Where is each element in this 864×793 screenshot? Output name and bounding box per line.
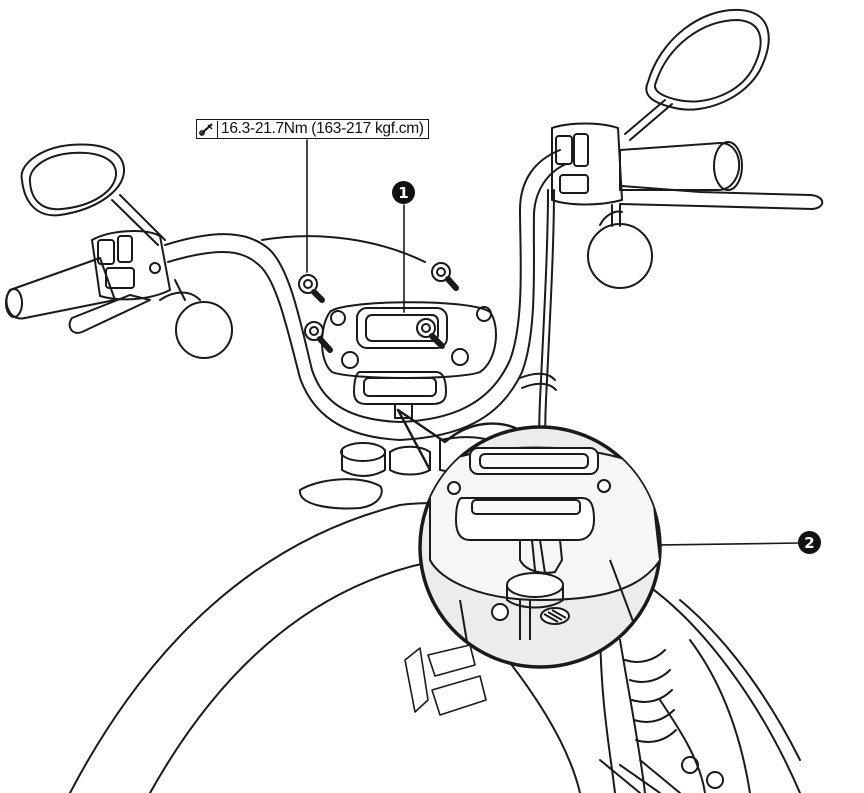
- callout-number-1: 1: [392, 181, 415, 204]
- detail-pointer: [396, 408, 522, 472]
- left-mirror: [20, 143, 166, 246]
- left-grip-controls: [5, 230, 233, 359]
- right-grip-controls: [551, 122, 824, 289]
- torque-wrench-icon: [197, 120, 218, 138]
- front-fork: [599, 579, 801, 793]
- tank-logo-outline: [404, 644, 487, 716]
- detail-magnifier: [418, 425, 662, 669]
- clamp-bolts: [298, 262, 459, 353]
- callout-number-2: 2: [798, 531, 821, 554]
- torque-spec-label: 16.3-21.7Nm (163-217 kgf.cm): [196, 119, 429, 139]
- handlebar-riser-clamp: [321, 301, 497, 419]
- headlight-area: [261, 235, 496, 510]
- torque-spec-text: 16.3-21.7Nm (163-217 kgf.cm): [221, 120, 424, 137]
- right-mirror: [624, 8, 770, 141]
